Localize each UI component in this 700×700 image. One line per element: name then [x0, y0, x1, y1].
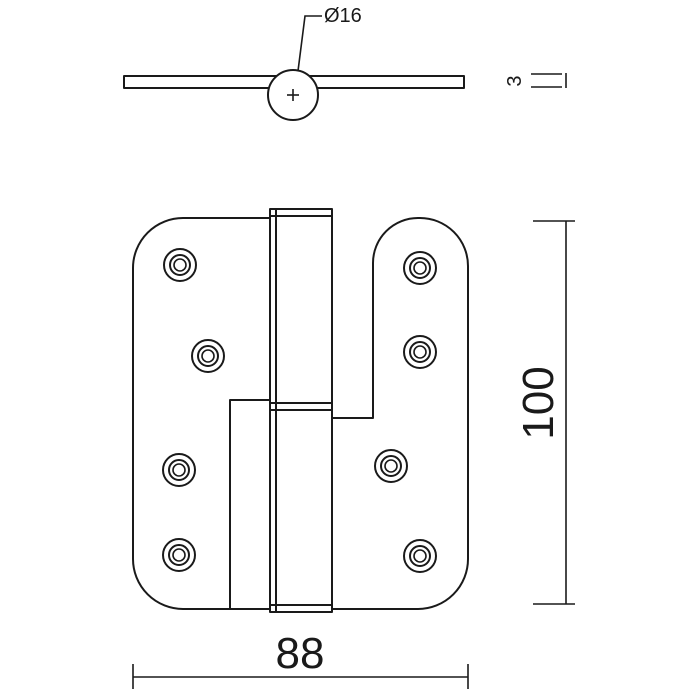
- screw-hole: [163, 248, 197, 282]
- width-label: 88: [276, 629, 325, 678]
- screw-hole: [374, 449, 408, 483]
- thickness-label: 3: [504, 75, 526, 86]
- screw-hole: [191, 339, 225, 373]
- screw-hole: [162, 453, 196, 487]
- lower-knuckle: [269, 402, 333, 613]
- screw-hole: [403, 251, 437, 285]
- screw-hole: [403, 539, 437, 573]
- left-leaf-cutout: [229, 399, 271, 610]
- right-leaf: [331, 217, 469, 610]
- left-leaf: [132, 217, 271, 610]
- screw-hole: [162, 538, 196, 572]
- pin-diameter-label: Ø16: [324, 5, 362, 27]
- front-view: [132, 208, 469, 613]
- thickness-dimension: 3: [504, 73, 567, 88]
- screw-hole: [403, 335, 437, 369]
- upper-knuckle: [269, 208, 333, 404]
- top-view: Ø16: [123, 5, 465, 121]
- pin-diameter-leader: [297, 15, 322, 72]
- width-dimension: 88: [132, 629, 469, 689]
- height-dimension: 100: [514, 220, 575, 605]
- height-label: 100: [514, 366, 563, 439]
